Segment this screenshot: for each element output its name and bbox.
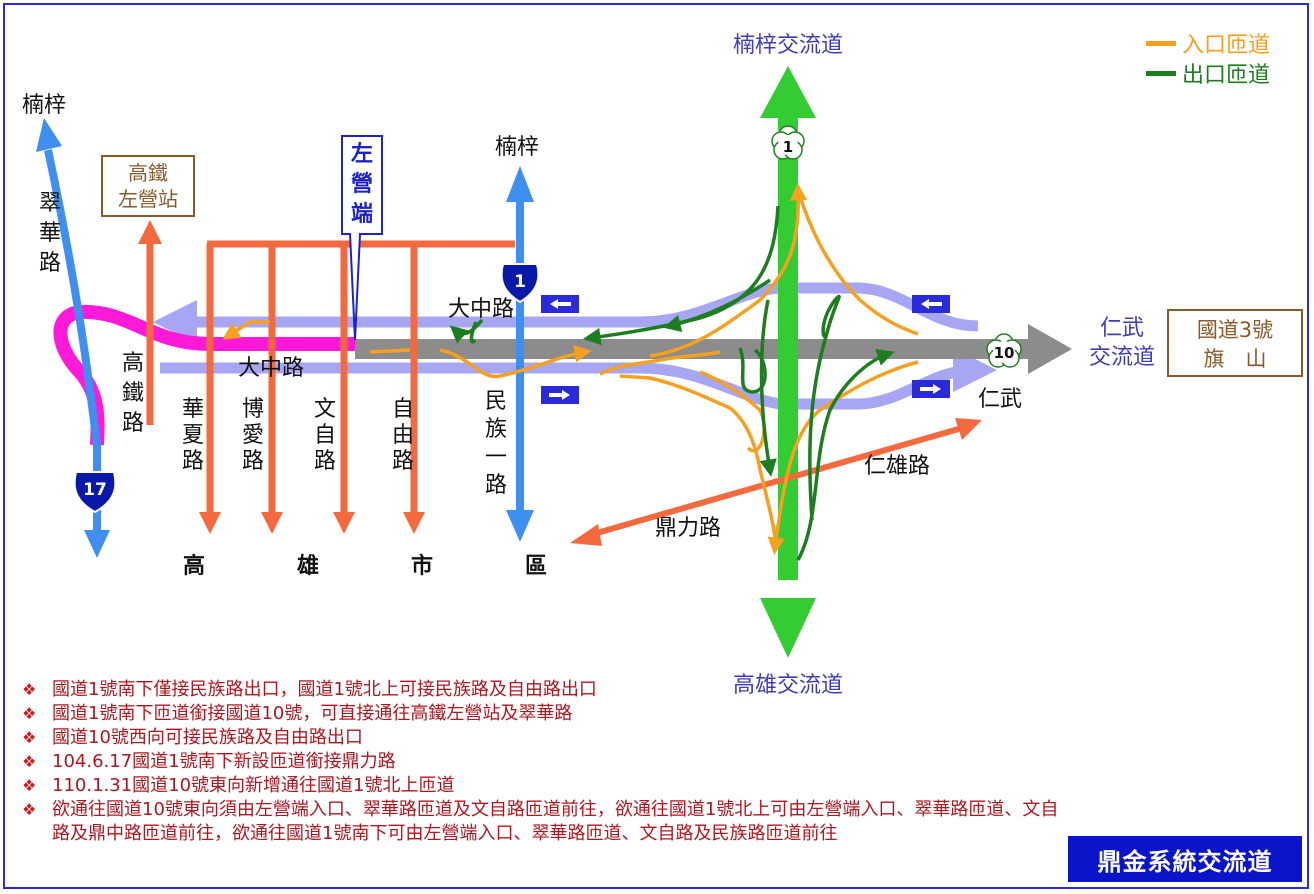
freeway1-arrowhead-south xyxy=(760,598,816,658)
hsr-station-box xyxy=(101,155,195,217)
city-label-char: 區 xyxy=(525,554,547,579)
gaotie-arrow xyxy=(138,220,162,244)
nanzi-interchange-label: 楠梓交流道 xyxy=(733,33,843,58)
huaxia-road-label-char: 華 xyxy=(182,397,204,422)
legend-entrance: 入口匝道 xyxy=(1146,28,1270,58)
ziyou-road-label-char: 自 xyxy=(392,397,414,422)
renxiong-label: 仁雄路 xyxy=(864,454,930,479)
freeway3-line1: 國道3號 xyxy=(1197,318,1273,342)
boai-arrow xyxy=(261,512,283,534)
freeway1-plum-shield: 1 xyxy=(771,125,805,160)
note-item: 110.1.31國道10號東向新增通往國道1號北上匝道 xyxy=(20,774,1070,798)
minzu-arrow-south xyxy=(506,510,534,542)
legend-exit: 出口匝道 xyxy=(1146,58,1270,88)
minzu-road-label-char: 路 xyxy=(485,473,507,498)
note-item: 104.6.17國道1號南下新設匝道銜接鼎力路 xyxy=(20,750,1070,774)
gaotie-road-label-char: 路 xyxy=(122,411,144,436)
ziyou-road-label-char: 由 xyxy=(392,423,414,448)
page-title: 鼎金系統交流道 xyxy=(1068,836,1302,882)
nanzi-top-left-label: 楠梓 xyxy=(22,93,66,118)
wenzi-arrow xyxy=(333,512,355,534)
gaotie-road-label-char: 高 xyxy=(122,351,144,376)
boai-road-label-char: 愛 xyxy=(242,423,264,448)
freeway10-plum-label: 10 xyxy=(994,344,1015,362)
svg-text:端: 端 xyxy=(351,202,373,227)
wenzi-road-label-char: 自 xyxy=(314,423,336,448)
svg-text:左: 左 xyxy=(351,141,373,167)
direction-box-e2 xyxy=(912,380,950,398)
minzu-arrow-north xyxy=(506,166,534,202)
exit-ramps xyxy=(449,205,895,561)
city-label-char: 高 xyxy=(183,553,205,579)
legend-exit-swatch xyxy=(1146,70,1176,76)
zuoying-end-label: 左 營 端 xyxy=(351,141,373,227)
minzu-road-label-char: 一 xyxy=(485,445,507,470)
note-item: 國道1號南下匝道銜接國道10號，可直接通往高鐵左營站及翠華路 xyxy=(20,702,1070,726)
renwu-interchange-line2: 交流道 xyxy=(1089,345,1155,370)
freeway1-shield-label: 1 xyxy=(514,272,526,292)
dingli-arrow xyxy=(570,524,602,546)
city-label-char: 雄 xyxy=(296,554,319,579)
renwu-label: 仁武 xyxy=(978,387,1022,412)
legend-entrance-label: 入口匝道 xyxy=(1182,33,1271,58)
renxiong-dingli-road xyxy=(589,425,963,538)
ziyou-road-label-char: 路 xyxy=(392,449,414,474)
wenzi-road-label-char: 文 xyxy=(314,397,336,422)
freeway17-shield: 17 xyxy=(73,471,117,514)
legend-entrance-swatch xyxy=(1146,40,1176,46)
direction-box-e1 xyxy=(541,386,579,404)
huaxia-road-label-char: 路 xyxy=(182,449,204,474)
freeway1-plum-label: 1 xyxy=(783,138,793,156)
huaxia-arrow xyxy=(199,512,221,534)
freeway1-shield: 1 xyxy=(500,263,540,304)
wenzi-road-label-char: 路 xyxy=(314,449,336,474)
freeway17-shield-label: 17 xyxy=(83,480,107,500)
legend: 入口匝道 出口匝道 xyxy=(1146,28,1270,88)
boai-road-label-char: 博 xyxy=(242,397,264,422)
direction-box-w1 xyxy=(541,295,579,313)
minzu-road-label-char: 民 xyxy=(485,389,507,414)
cuihua-arrow-north xyxy=(36,118,62,152)
nanzi-center-label: 楠梓 xyxy=(495,135,539,160)
cuihua-road-label-char: 路 xyxy=(39,251,61,276)
direction-box-w2 xyxy=(912,295,950,313)
renxiong-arrow xyxy=(955,418,982,440)
minzu-road-label-char: 族 xyxy=(485,417,507,442)
svg-text:營: 營 xyxy=(351,172,373,197)
gaotie-road-label-char: 鐵 xyxy=(122,381,144,406)
cuihua-road-label-char: 華 xyxy=(39,221,61,246)
hsr-station-line1: 高鐵 xyxy=(128,161,168,185)
freeway10-plum-shield: 10 xyxy=(986,333,1022,368)
note-item: 欲通往國道10號東向須由左營端入口、翠華路匝道及文自路匝道前往，欲通往國道1號北… xyxy=(20,798,1070,846)
freeway1-trunk xyxy=(778,110,798,580)
freeway3-line2: 旗 山 xyxy=(1204,347,1267,371)
dazhong-upper-label: 大中路 xyxy=(448,297,514,322)
boai-road-label-char: 路 xyxy=(242,449,264,474)
freeway10-arrowhead xyxy=(1028,324,1072,374)
dingli-label: 鼎力路 xyxy=(655,516,721,541)
city-label-char: 市 xyxy=(411,553,433,579)
map-frame xyxy=(3,3,1309,889)
ziyou-arrow xyxy=(403,512,425,534)
legend-exit-label: 出口匝道 xyxy=(1182,63,1271,88)
freeway1-arrowhead-north xyxy=(760,66,816,118)
cuihua-arrow-south xyxy=(84,530,110,558)
cuihua-road-label-char: 翠 xyxy=(39,191,61,216)
renwu-interchange-line1: 仁武 xyxy=(1100,316,1144,341)
freeway3-box xyxy=(1167,309,1303,377)
hsr-station-line2: 左營站 xyxy=(118,187,178,211)
notes-list: 國道1號南下僅接民族路出口，國道1號北上可接民族路及自由路出口 國道1號南下匝道… xyxy=(20,678,1070,846)
note-item: 國道10號西向可接民族路及自由路出口 xyxy=(20,726,1070,750)
dazhong-lower-label: 大中路 xyxy=(238,356,304,381)
zuoying-callout xyxy=(341,135,383,341)
huaxia-road-label-char: 夏 xyxy=(182,423,204,448)
note-item: 國道1號南下僅接民族路出口，國道1號北上可接民族路及自由路出口 xyxy=(20,678,1070,702)
